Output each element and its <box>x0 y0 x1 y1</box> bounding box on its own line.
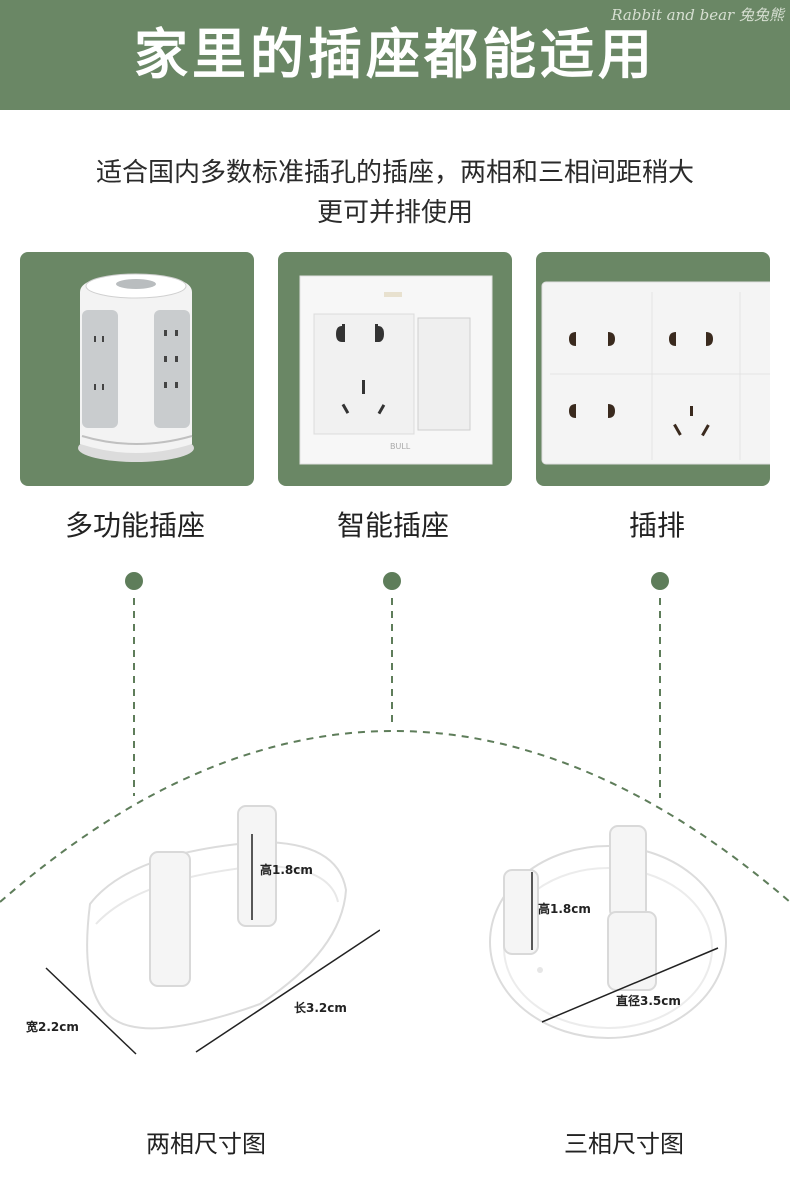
connector-dot <box>383 572 401 590</box>
connector-dot <box>125 572 143 590</box>
intro-line-2: 更可并排使用 <box>316 198 473 228</box>
two-phase-caption: 两相尺寸图 <box>146 1130 266 1158</box>
power-strip-image <box>541 281 770 465</box>
socket-type-label: 插排 <box>628 509 685 542</box>
socket-type-label: 多功能插座 <box>64 509 205 542</box>
socket-type-label: 智能插座 <box>336 509 449 542</box>
smart-socket-card: BULL <box>278 252 512 486</box>
tower-socket-image <box>78 273 194 462</box>
two-phase-height-label: 高1.8cm <box>260 863 313 877</box>
two-phase-length-label: 长3.2cm <box>294 1001 347 1015</box>
two-phase-plug-image <box>45 805 380 1055</box>
connector-dot <box>651 572 669 590</box>
three-phase-diameter-label: 直径3.5cm <box>616 994 681 1008</box>
page-title: 家里的插座都能适用 <box>134 23 656 86</box>
power-strip-card <box>536 252 770 486</box>
multi-function-socket-card <box>20 252 254 486</box>
three-phase-plug-image <box>489 825 727 1039</box>
three-phase-height-label: 高1.8cm <box>538 902 591 916</box>
wall-socket-image: BULL <box>299 275 493 465</box>
intro-line-1: 适合国内多数标准插孔的插座，两相和三相间距稍大 <box>95 158 694 188</box>
two-phase-width-label: 宽2.2cm <box>26 1020 79 1034</box>
header-banner: 家里的插座都能适用 Rabbit and bear 兔兔熊 <box>0 0 790 110</box>
brand-watermark: Rabbit and bear 兔兔熊 <box>611 6 784 24</box>
three-phase-caption: 三相尺寸图 <box>564 1130 684 1158</box>
switch-brand-mark: BULL <box>390 442 411 451</box>
